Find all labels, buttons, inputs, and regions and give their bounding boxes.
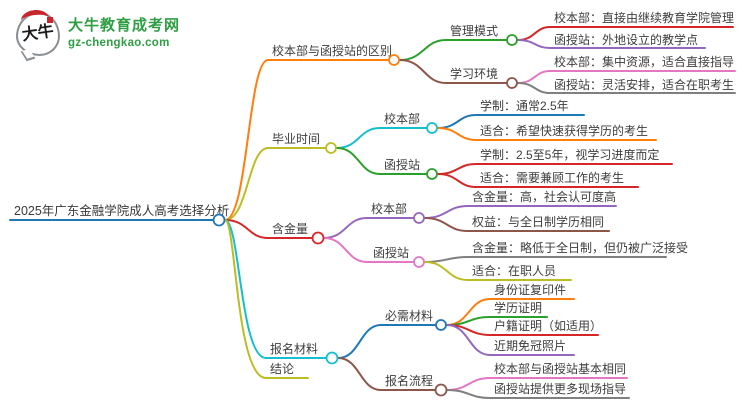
branch-differences: 校本部与函授站的区别 管理模式 校本部：直接由继续教育学院管理 函授站：外地设立… (224, 10, 736, 221)
link-recent-photo (446, 324, 575, 356)
label-employed-people[interactable]: 适合：在职人员 (472, 263, 556, 278)
label-schooling-25-years[interactable]: 学制：通常2.5年 (480, 98, 569, 113)
link-employed-people (424, 261, 572, 281)
label-schooling-25-to-5[interactable]: 学制：2.5至5年，视学习进度而定 (480, 147, 659, 162)
link-station-teaching-point (517, 39, 706, 49)
label-station-flexible[interactable]: 函授站：灵活安排，适合在职考生 (554, 77, 734, 92)
branch-graduation-time: 毕业时间 校本部 学制：通常2.5年 适合：希望快速获得学历的考生 函授站 学制… (224, 98, 673, 221)
registration-materials-node-circle[interactable] (325, 351, 339, 365)
label-recent-photo[interactable]: 近期免冠照片 (494, 338, 566, 353)
link-required-materials (337, 324, 436, 359)
label-gold-content[interactable]: 含金量 (272, 221, 308, 236)
label-gold-station[interactable]: 函授站 (373, 245, 409, 260)
label-education-certificate[interactable]: 学历证明 (494, 300, 542, 315)
link-registration-process (337, 357, 436, 391)
label-fast-degree[interactable]: 适合：希望快速获得学历的考生 (480, 123, 648, 138)
link-graduation-time (224, 147, 326, 221)
link-fast-degree (437, 127, 657, 141)
label-differences[interactable]: 校本部与函授站的区别 (272, 43, 392, 58)
label-registration-materials[interactable]: 报名材料 (270, 341, 318, 356)
site-url: gz-chengkao.com (68, 36, 170, 49)
label-registration-process[interactable]: 报名流程 (385, 373, 433, 388)
branch-registration-materials: 报名材料 必需材料 身份证复印件 学历证明 户籍证明（如适用） 近期免冠照片 报… (224, 219, 630, 399)
label-same-rights[interactable]: 权益：与全日制学历相同 (472, 214, 604, 229)
site-logo[interactable]: 大牛 大牛教育成考网 gz-chengkao.com (16, 8, 180, 62)
label-campus-resources[interactable]: 校本部：集中资源，适合直接指导 (554, 54, 734, 69)
gold-station-node-circle[interactable] (413, 256, 425, 268)
required-materials-node-circle[interactable] (435, 319, 447, 331)
label-campus-management[interactable]: 校本部：直接由继续教育学院管理 (554, 10, 734, 25)
branch-gold-content: 含金量 校本部 含金量：高，社会认可度高 权益：与全日制学历相同 函授站 含金量… (224, 189, 688, 281)
label-graduation-time[interactable]: 毕业时间 (272, 132, 320, 146)
graduation-time-node-circle[interactable] (325, 142, 337, 154)
link-gold-station (323, 237, 414, 263)
label-onsite-guidance[interactable]: 函授站提供更多现场指导 (494, 381, 626, 396)
logo-red-seal (47, 17, 53, 23)
link-registration-materials (224, 219, 327, 359)
daniu-bubble-icon: 大牛 (16, 8, 60, 62)
learning-environment-node-circle[interactable] (506, 77, 518, 89)
link-slightly-lower (424, 256, 667, 263)
differences-node-circle[interactable] (388, 54, 400, 66)
label-gold-campus[interactable]: 校本部 (371, 201, 407, 216)
link-work-balance (437, 173, 639, 188)
link-learning-environment (399, 59, 507, 84)
registration-process-node-circle[interactable] (434, 383, 448, 397)
site-name: 大牛教育成考网 (68, 17, 181, 35)
label-graduation-station[interactable]: 函授站 (384, 157, 420, 172)
link-same-rights (424, 217, 610, 232)
label-high-recognition[interactable]: 含金量：高，社会认可度高 (472, 189, 616, 204)
link-graduation-station (336, 147, 427, 175)
label-management-mode[interactable]: 管理模式 (450, 23, 498, 38)
management-mode-node-circle[interactable] (506, 34, 518, 46)
label-required-materials[interactable]: 必需材料 (385, 309, 433, 323)
gold-content-node-circle[interactable] (311, 231, 325, 245)
root-node-circle[interactable] (212, 213, 226, 227)
branch-conclusion: 结论 (224, 219, 309, 379)
label-station-teaching-point[interactable]: 函授站：外地设立的教学点 (554, 32, 698, 47)
label-id-copy[interactable]: 身份证复印件 (494, 282, 566, 297)
logo-text-block: 大牛教育成考网 gz-chengkao.com (68, 17, 180, 51)
link-gold-campus (323, 217, 414, 239)
link-differences (224, 59, 389, 221)
link-gold-content (224, 219, 313, 239)
graduation-campus-node-circle[interactable] (426, 122, 438, 134)
label-learning-environment[interactable]: 学习环境 (450, 66, 498, 81)
graduation-station-node-circle[interactable] (426, 168, 438, 180)
label-slightly-lower[interactable]: 含金量：略低于全日制，但仍被广泛接受 (472, 240, 688, 255)
label-work-balance[interactable]: 适合：需要兼顾工作的考生 (480, 170, 624, 185)
label-basically-same[interactable]: 校本部与函授站基本相同 (494, 361, 626, 376)
label-conclusion[interactable]: 结论 (270, 362, 294, 376)
root-label[interactable]: 2025年广东金融学院成人高考选择分析 (14, 203, 229, 218)
link-onsite-guidance (446, 389, 630, 399)
gold-campus-node-circle[interactable] (413, 212, 425, 224)
link-management-mode (399, 39, 507, 61)
label-residence-certificate[interactable]: 户籍证明（如适用） (494, 318, 602, 333)
label-graduation-campus[interactable]: 校本部 (384, 111, 420, 126)
logo-characters: 大牛 (20, 22, 55, 45)
link-conclusion (224, 219, 309, 379)
link-graduation-campus (336, 127, 427, 149)
link-station-flexible (517, 82, 736, 94)
